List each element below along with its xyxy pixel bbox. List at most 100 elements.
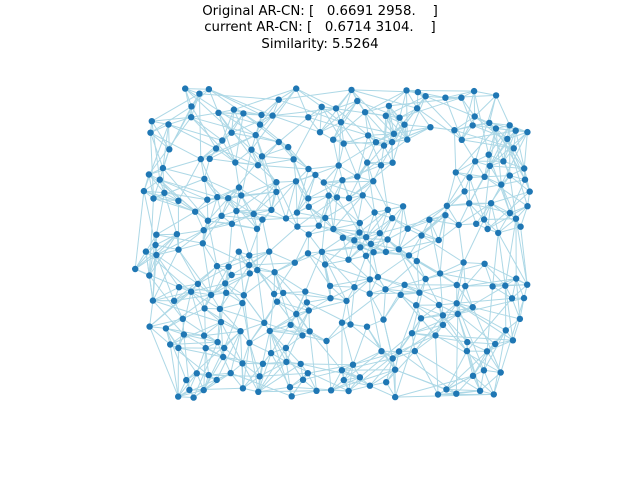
graph-node [269,112,276,119]
graph-edge [200,140,223,160]
graph-edge [333,228,367,238]
graph-edge [134,233,178,270]
graph-node [239,385,247,392]
graph-edge [416,260,427,280]
graph-edge [359,209,389,233]
graph-edge [210,272,251,296]
graph-node [361,109,369,116]
graph-edge [285,347,302,365]
graph-edge [234,149,252,163]
graph-edge [143,124,169,192]
graph-edge [321,237,344,253]
graph-node [486,119,493,127]
graph-node [371,209,378,216]
graph-node [481,173,488,180]
graph-edge [220,283,226,323]
graph-node [351,284,358,291]
graph-edge [341,288,386,324]
graph-edge [182,318,218,343]
graph-edge [336,197,360,233]
graph-node [345,387,352,395]
graph-edge [461,90,475,140]
graph-node [453,390,460,397]
graph-edge [474,90,497,96]
graph-node [183,376,190,384]
graph-node [463,347,471,355]
graph-edge [342,237,387,253]
graph-edge [261,219,270,252]
graph-node [413,105,421,112]
graph-edge [272,88,297,116]
graph-node [216,305,224,313]
graph-node [305,231,312,238]
graph-edge [308,165,339,170]
graph-edge [411,313,458,334]
graph-edge [208,88,262,116]
graph-edge [199,93,279,101]
graph-edge [388,90,407,107]
graph-edge [159,179,208,201]
graph-edge [168,124,217,149]
graph-node [484,225,491,233]
graph-edge [502,125,511,162]
graph-edge [353,255,367,288]
graph-edge [503,160,525,169]
graph-node [305,195,312,202]
graph-node [294,223,301,230]
graph-node [413,302,420,309]
graph-edge [307,252,326,265]
graph-edge [472,351,488,377]
graph-edge [302,334,327,342]
graph-edge [236,181,277,212]
graph-node [202,344,209,352]
graph-edge [184,88,252,151]
graph-node [383,379,390,386]
graph-edge [321,246,361,253]
graph-node [175,393,182,400]
graph-edge [455,128,497,173]
graph-node [192,208,199,215]
graph-node [322,214,329,222]
graph-node [304,370,311,377]
graph-edge [364,112,369,136]
graph-edge [184,88,192,118]
graph-node [219,137,226,144]
graph-edge [404,284,457,304]
graph-node [170,297,178,304]
graph-node [469,372,477,379]
graph-edge [408,239,439,256]
graph-edge [148,116,192,175]
graph-node [228,129,235,136]
graph-edge [425,95,475,117]
graph-edge [330,369,343,391]
graph-edge [385,350,416,383]
graph-edge [346,300,351,325]
graph-edge [156,249,179,256]
graph-node [443,386,450,393]
graph-edge [155,244,179,251]
graph-edge [151,120,170,150]
graph-node [312,171,319,179]
graph-node [250,210,257,218]
graph-edge [309,331,317,391]
graph-edge [219,302,243,310]
graph-edge [442,324,468,352]
graph-edge [428,219,441,274]
graph-node [200,332,208,339]
graph-edge [150,132,170,150]
graph-edge [278,88,297,101]
graph-edge [318,195,330,226]
graph-node [485,151,492,158]
graph-node [506,209,514,217]
graph-edge [162,167,209,222]
graph-edge [348,385,371,392]
graph-edge [328,195,334,230]
graph-edge [399,90,407,118]
graph-edge [203,178,208,200]
graph-edge [208,374,260,377]
graph-node [506,172,513,179]
graph-edge [191,106,217,149]
graph-edge [234,162,240,188]
graph-edge [454,129,514,149]
graph-edge [342,164,382,181]
